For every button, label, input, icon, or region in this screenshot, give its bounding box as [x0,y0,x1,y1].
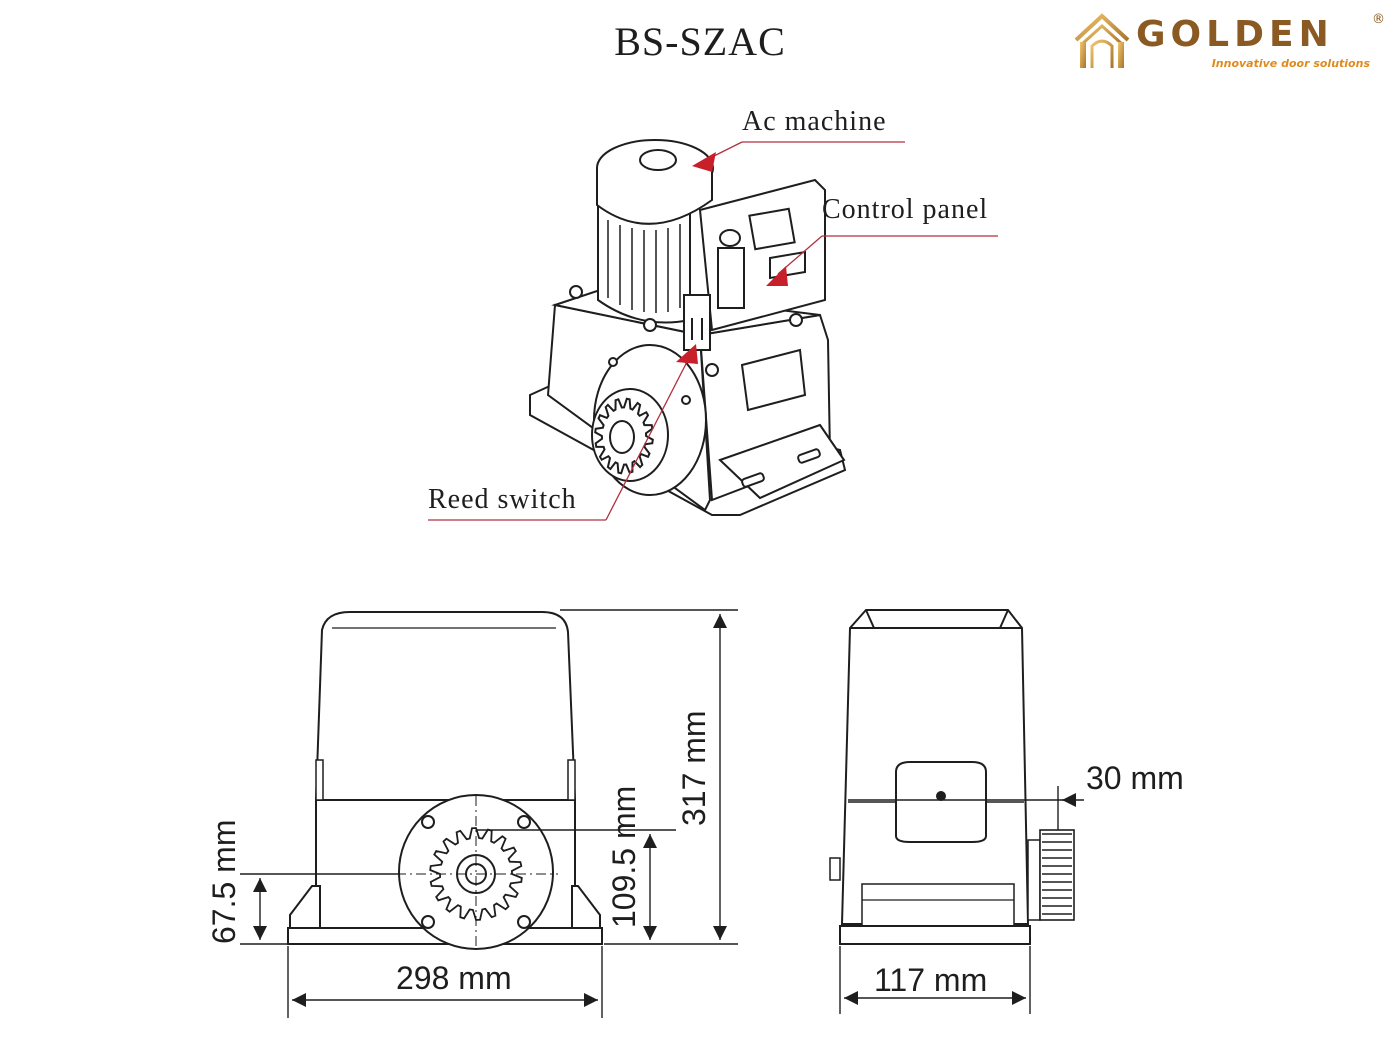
dim-base-height: 67.5 mm [206,819,242,944]
dim-front-height: 317 mm [676,710,712,826]
registered-mark: ® [1372,12,1385,27]
side-view [829,609,1041,945]
front-centerlines [396,796,558,950]
side-dimension-lines [839,786,1084,1014]
pinion-gear-isometric [594,397,654,475]
dim-gear-offset: 30 mm [1086,760,1184,796]
house-logo-icon [1074,13,1130,68]
front-view [287,611,603,950]
model-title: BS-SZAC [614,19,786,64]
front-dimension-lines [240,609,738,1018]
side-pinion-gear [1039,829,1075,921]
dim-side-width: 117 mm [874,962,988,998]
logo-tagline: Innovative door solutions [1211,57,1370,70]
callout-leaders [428,141,998,521]
dim-gear-height: 109.5 mm [606,785,642,928]
logo-wordmark: GOLDEN [1136,14,1334,55]
callout-control-panel: Control panel [822,194,989,225]
dim-front-width: 298 mm [396,960,512,996]
callout-reed-switch: Reed switch [428,484,577,515]
callout-ac-machine: Ac machine [742,106,887,137]
motor-isometric-view [529,139,847,516]
callout-arrowheads [676,152,788,364]
golden-logo: GOLDEN ® Innovative door solutions [1072,10,1394,74]
